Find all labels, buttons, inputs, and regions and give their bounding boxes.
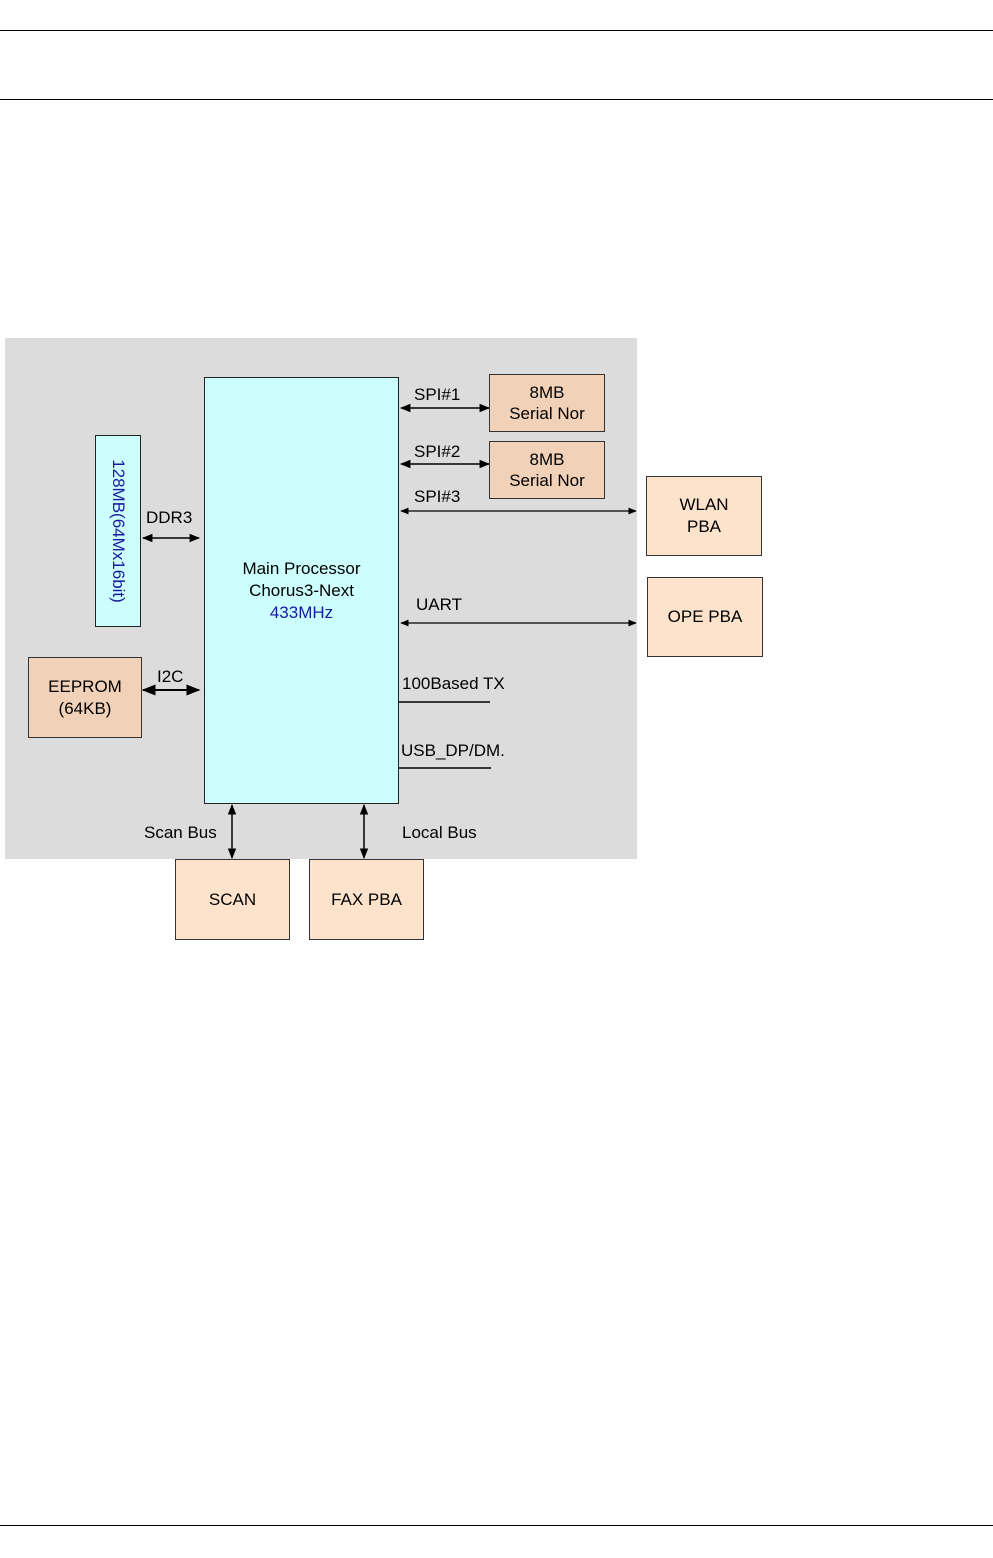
cpu-name: Chorus3-Next [249, 580, 354, 600]
spi2-label: SPI#2 [414, 442, 461, 461]
ddr3-memory-block: 128MB(64Mx16bit) [95, 435, 141, 627]
memory-label: 128MB(64Mx16bit) [109, 459, 128, 603]
cpu-title: Main Processor [242, 558, 361, 578]
cpu-frequency: 433MHz [269, 602, 334, 622]
ddr3-label: DDR3 [146, 508, 193, 527]
wlan-pba-block: WLAN PBA [646, 476, 762, 556]
eeprom-line2: (64KB) [58, 698, 112, 718]
scan-block: SCAN [175, 859, 290, 940]
i2c-label: I2C [157, 667, 184, 686]
spi1-label: SPI#1 [414, 385, 461, 404]
header-rule [0, 99, 993, 100]
fax-pba-block: FAX PBA [309, 859, 424, 940]
serial-nor-2-block: 8MB Serial Nor [489, 441, 605, 499]
serial-nor-1-block: 8MB Serial Nor [489, 374, 605, 432]
scan-bus-label: Scan Bus [144, 823, 217, 842]
nor1-size: 8MB [529, 383, 565, 402]
scan-label: SCAN [208, 889, 257, 909]
nor2-size: 8MB [529, 450, 565, 469]
eeprom-line1: EEPROM [48, 676, 122, 696]
footer-rule [0, 1525, 993, 1526]
uart-label: UART [416, 595, 462, 614]
fax-label: FAX PBA [331, 889, 402, 909]
eeprom-block: EEPROM (64KB) [28, 657, 142, 738]
ope-label: OPE PBA [667, 607, 743, 626]
main-processor-block: Main Processor Chorus3-Next 433MHz [204, 377, 399, 804]
spi3-label: SPI#3 [414, 487, 461, 506]
top-rule [0, 30, 993, 31]
usb-label: USB_DP/DM. [401, 741, 505, 760]
wlan-line2: PBA [686, 517, 722, 536]
ethernet-label: 100Based TX [402, 674, 505, 693]
wlan-line1: WLAN [679, 495, 729, 514]
local-bus-label: Local Bus [402, 823, 477, 842]
nor1-type: Serial Nor [509, 404, 585, 423]
ope-pba-block: OPE PBA [647, 577, 763, 657]
nor2-type: Serial Nor [509, 471, 585, 490]
